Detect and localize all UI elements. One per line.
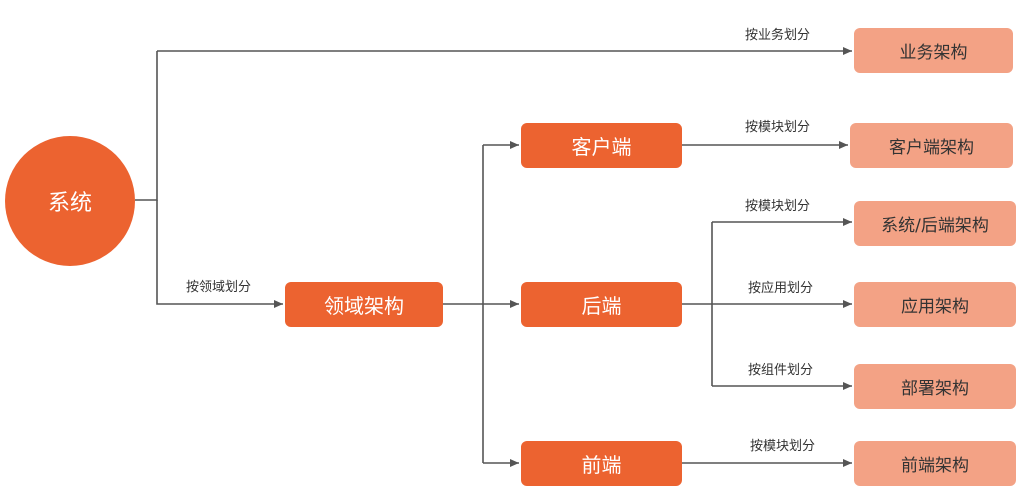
node-business-arch: 业务架构 [854,28,1013,73]
node-system-backend-arch: 系统/后端架构 [854,201,1016,246]
edge-system-domain [156,200,283,308]
edge-system-trunk [135,51,158,201]
label-by-domain: 按领域划分 [186,280,252,295]
label-by-application: 按应用划分 [748,281,814,296]
node-domain-arch: 领域架构 [285,282,443,327]
node-frontend: 前端 [521,441,682,486]
label-frontend-by-module: 按模块划分 [750,439,816,454]
label-client-by-module: 按模块划分 [745,120,811,135]
node-deploy-arch: 部署架构 [854,364,1016,409]
node-app-arch: 应用架构 [854,282,1016,327]
label-by-business: 按业务划分 [745,28,811,43]
node-system: 系统 [5,136,135,266]
node-client: 客户端 [521,123,682,168]
label-backend-by-module: 按模块划分 [745,199,811,214]
node-client-arch: 客户端架构 [850,123,1013,168]
node-frontend-arch: 前端架构 [854,441,1016,486]
node-backend: 后端 [521,282,682,327]
label-by-component: 按组件划分 [748,363,814,378]
